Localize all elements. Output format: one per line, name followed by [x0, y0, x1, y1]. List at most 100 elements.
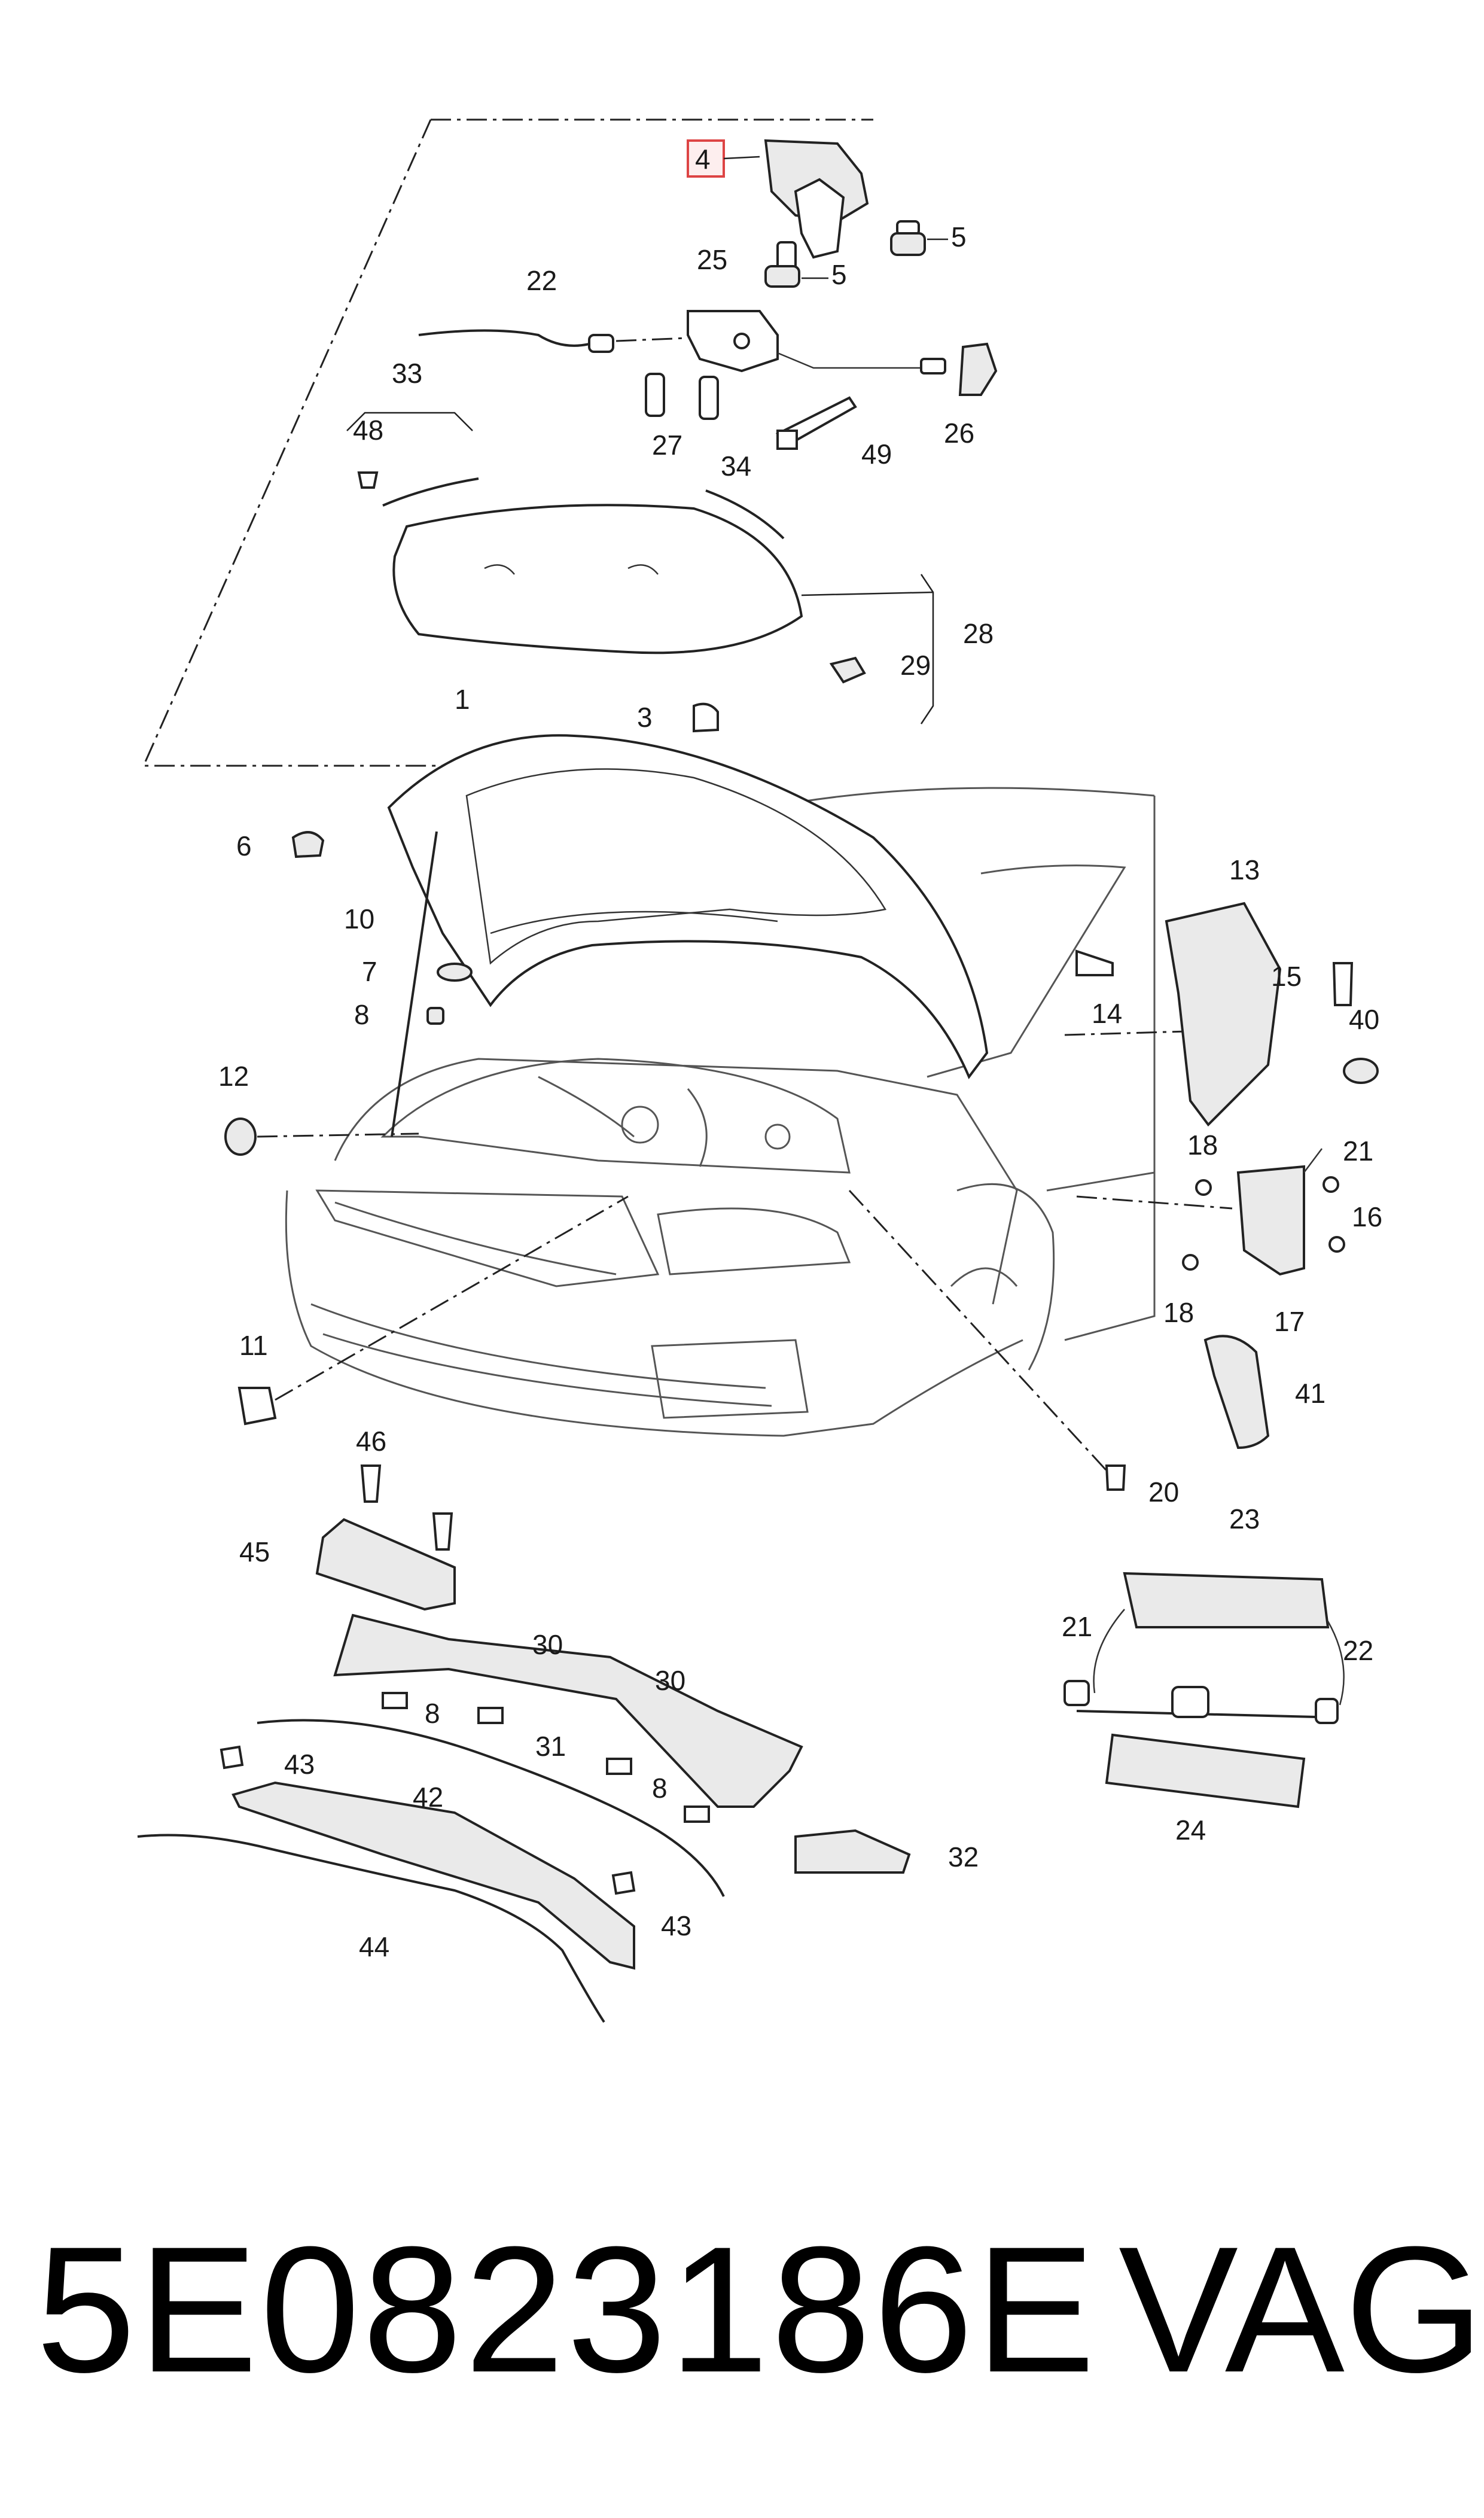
callout-11: 11: [239, 1330, 268, 1361]
callout-46: 46: [356, 1426, 386, 1457]
callout-30a: 30: [532, 1629, 563, 1660]
callout-44: 44: [359, 1931, 389, 1962]
callout-24: 24: [1175, 1814, 1206, 1846]
callout-16: 16: [1352, 1201, 1382, 1232]
screw-46a: [360, 1464, 382, 1503]
callout-48: 48: [353, 415, 383, 446]
callout-21b: 21: [1062, 1611, 1092, 1642]
bolt-15: [1332, 962, 1354, 1006]
plenum-panel-30: [333, 1613, 803, 1808]
bolt-16a: [1323, 1176, 1339, 1193]
callout-43b: 43: [661, 1910, 691, 1941]
callout-4: 4: [695, 144, 711, 175]
screws-27: [645, 373, 719, 420]
callout-26: 26: [944, 418, 974, 449]
bolt-5-icon: [890, 220, 926, 256]
callout-5a: 5: [951, 221, 967, 252]
callout-18b: 18: [1163, 1297, 1194, 1328]
seal-44: [137, 1834, 605, 2023]
seal-31: [257, 1719, 725, 1897]
cap-3: [693, 702, 719, 733]
callout-45: 45: [239, 1536, 270, 1567]
clip-48: [357, 471, 379, 489]
clip-8a: [382, 1692, 408, 1709]
washer-40: [1343, 1058, 1379, 1084]
callout-21a: 21: [1343, 1135, 1373, 1167]
callout-23: 23: [1229, 1503, 1260, 1534]
callout-14: 14: [1092, 998, 1122, 1029]
callout-1: 1: [455, 684, 470, 715]
callout-8b: 8: [425, 1698, 440, 1729]
callout-42: 42: [413, 1782, 443, 1813]
handle-41: [1203, 1335, 1270, 1450]
callout-34: 34: [721, 450, 751, 482]
callout-8: 8: [354, 999, 370, 1030]
callout-18a: 18: [1187, 1129, 1218, 1161]
buffer-8: [426, 1007, 444, 1025]
clip-11: [237, 1387, 277, 1426]
bracket-45: [315, 1518, 456, 1611]
engine-bay: [380, 1058, 851, 1174]
callouts: 4 5 5 25 22 27 49 26 33 48 34 28 29 1 3 …: [218, 139, 1382, 1962]
handle-housing-23: [1123, 1572, 1330, 1628]
insulation-28: [392, 504, 803, 654]
cable-tie-49: [775, 396, 857, 450]
callout-49: 49: [861, 439, 892, 470]
callout-13: 13: [1229, 854, 1260, 885]
clip-8b: [477, 1707, 504, 1724]
callout-40: 40: [1349, 1004, 1379, 1035]
latch-bracket-26: [958, 342, 998, 396]
clip-12: [224, 1118, 257, 1156]
callout-28: 28: [963, 618, 994, 649]
parts-diagram: 4 5 5 25 22 27 49 26 33 48 34 28 29 1 3 …: [137, 118, 1382, 2023]
grommet-7: [437, 963, 473, 982]
callout-43a: 43: [284, 1749, 315, 1780]
callout-41: 41: [1295, 1378, 1325, 1409]
gas-strut-10: [391, 831, 438, 1137]
clip-29: [829, 656, 866, 684]
part-number-label: 5E0823186E: [36, 2209, 1098, 2410]
callout-12: 12: [218, 1061, 249, 1092]
callout-22a: 22: [526, 265, 557, 296]
callout-25: 25: [697, 244, 727, 275]
handle-24: [1105, 1733, 1306, 1808]
callout-8c: 8: [652, 1773, 668, 1804]
bolt-18b: [1182, 1254, 1199, 1271]
hood-lock-cover: [764, 139, 869, 259]
callout-33: 33: [392, 358, 422, 389]
callout-30b: 30: [655, 1665, 685, 1696]
clip-8c: [606, 1758, 632, 1775]
callout-3: 3: [637, 702, 653, 733]
callout-27: 27: [652, 430, 682, 461]
connector-22: [1315, 1698, 1339, 1724]
callout-7: 7: [362, 956, 377, 987]
bolt-5b-icon: [764, 241, 800, 288]
clip-8d: [684, 1805, 710, 1823]
bolt-18: [1195, 1179, 1212, 1196]
buffer-6: [291, 831, 325, 858]
callout-29: 29: [900, 650, 931, 681]
coupling-21: [1171, 1686, 1209, 1718]
hood-lock-icon: [687, 310, 946, 374]
callout-10: 10: [344, 903, 374, 934]
brand-label: VAG: [1119, 2209, 1484, 2410]
bolt-16b: [1328, 1236, 1345, 1253]
cover-32: [794, 1829, 911, 1874]
callout-22b: 22: [1343, 1635, 1373, 1666]
frame-line: [142, 118, 873, 767]
hinge-cover-13: [1165, 902, 1282, 1127]
callout-17: 17: [1274, 1306, 1305, 1337]
screw-14: [1075, 949, 1114, 976]
callout-6: 6: [236, 830, 252, 861]
hood-panel-1: [387, 734, 989, 1079]
seal-34: [705, 489, 785, 540]
callout-15: 15: [1271, 961, 1302, 992]
nut-43a: [220, 1745, 244, 1770]
callout-20: 20: [1148, 1476, 1179, 1508]
callout-5b: 5: [831, 259, 847, 290]
panel-42: [231, 1781, 635, 1970]
seal-33-left: [382, 477, 479, 507]
screw-46b: [432, 1512, 453, 1551]
rod-21: [1303, 1148, 1323, 1173]
connector-21: [1064, 1680, 1090, 1706]
